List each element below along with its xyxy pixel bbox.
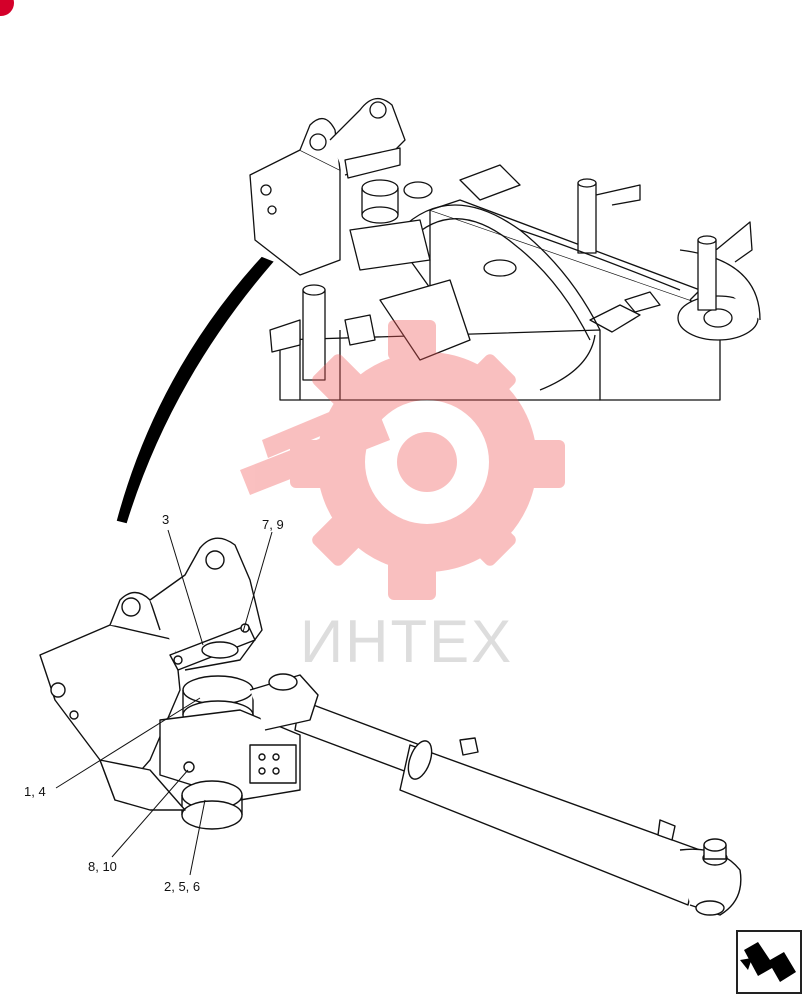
- detail-pointer-arrow: [116, 256, 274, 524]
- leader-8-10: [111, 769, 189, 858]
- callout-2-5-6: 2, 5, 6: [164, 879, 201, 894]
- upper-frame-assembly: [249, 98, 761, 401]
- leader-7-9: [242, 531, 273, 633]
- leader-1-4: [55, 697, 201, 789]
- callout-1-4: 1, 4: [24, 784, 46, 799]
- swing-bracket-detail: [39, 537, 742, 916]
- leader-2-5-6: [189, 799, 206, 876]
- leader-3: [167, 529, 204, 646]
- leader-lines: [55, 529, 273, 876]
- callout-7-9: 7, 9: [262, 517, 284, 532]
- next-page-arrow-icon[interactable]: [740, 942, 796, 982]
- callout-8-10: 8, 10: [88, 859, 117, 874]
- callout-3: 3: [162, 512, 170, 527]
- watermark-gear-icon: [240, 320, 565, 600]
- watermark-wordmark: ИНТЕХ: [300, 608, 514, 675]
